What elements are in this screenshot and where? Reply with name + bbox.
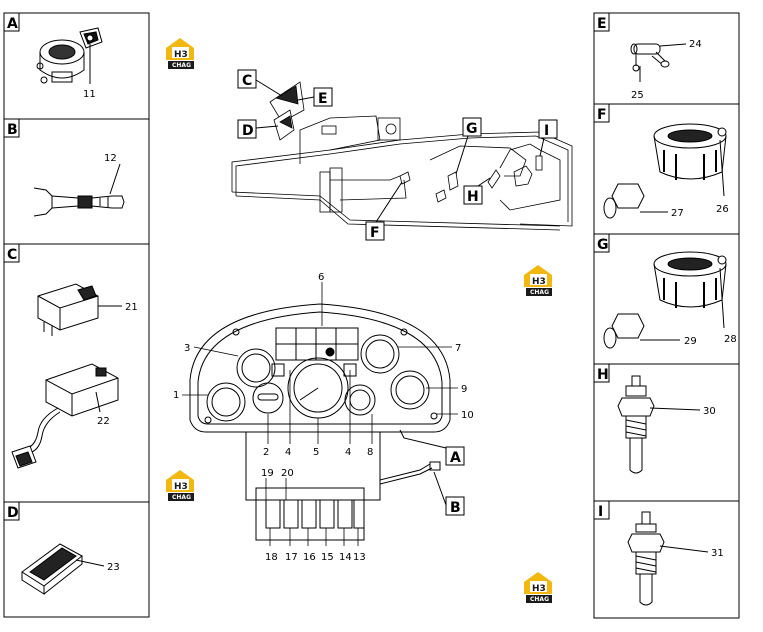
part-number: 7 bbox=[455, 343, 461, 354]
svg-text:CHAG: CHAG bbox=[530, 289, 549, 296]
part-number: 5 bbox=[313, 447, 319, 458]
part-number: 30 bbox=[703, 406, 716, 417]
part-number: 15 bbox=[321, 552, 334, 563]
panel-label: D bbox=[7, 505, 19, 521]
part-number: 2 bbox=[263, 447, 269, 458]
dashboard-callout-a: A bbox=[445, 446, 465, 466]
part-number: 23 bbox=[107, 562, 120, 573]
part-number: 17 bbox=[285, 552, 298, 563]
sender-drawing bbox=[603, 123, 727, 219]
temperature-sensor-drawing bbox=[617, 375, 701, 474]
svg-text:H3: H3 bbox=[532, 277, 546, 287]
svg-text:CHAG: CHAG bbox=[172, 494, 191, 501]
part-number: 18 bbox=[265, 552, 278, 563]
svg-text:E: E bbox=[318, 91, 328, 107]
svg-text:B: B bbox=[450, 500, 461, 516]
svg-text:CHAG: CHAG bbox=[172, 62, 191, 69]
part-number: 11 bbox=[83, 89, 96, 100]
part-number: 8 bbox=[367, 447, 373, 458]
sender-drawing bbox=[603, 251, 727, 349]
panel-c: C 21 22 bbox=[3, 243, 150, 503]
panel-f: F 26 27 bbox=[593, 103, 740, 235]
part-number: 1 bbox=[173, 390, 179, 401]
part-number: 26 bbox=[716, 204, 729, 215]
panel-g: G 28 29 bbox=[593, 233, 740, 365]
svg-text:CHAG: CHAG bbox=[530, 596, 549, 603]
part-number: 28 bbox=[724, 334, 737, 345]
panel-label: B bbox=[7, 122, 18, 138]
harness-callout-i: I bbox=[538, 119, 558, 157]
svg-text:I: I bbox=[544, 123, 549, 139]
wiring-harness-drawing bbox=[231, 81, 573, 231]
svg-text:A: A bbox=[450, 450, 461, 466]
part-number: 3 bbox=[184, 343, 190, 354]
part-number: 6 bbox=[318, 272, 324, 283]
connector-drawing bbox=[33, 163, 125, 217]
harness-callout-h: H bbox=[463, 177, 491, 205]
part-number: 4 bbox=[345, 447, 351, 458]
harness-callout-e: E bbox=[297, 87, 333, 107]
panel-h: H 30 bbox=[593, 363, 740, 502]
svg-text:D: D bbox=[242, 123, 254, 139]
part-number: 4 bbox=[285, 447, 291, 458]
harness-callout-d: D bbox=[237, 119, 279, 139]
panel-d: D 23 bbox=[3, 501, 150, 618]
svg-text:H3: H3 bbox=[174, 482, 188, 492]
svg-text:G: G bbox=[466, 121, 478, 137]
panel-label: A bbox=[7, 16, 18, 32]
oil-pressure-switch-drawing bbox=[630, 43, 687, 82]
dashboard-callout-b: B bbox=[433, 471, 465, 516]
part-number: 29 bbox=[684, 336, 697, 347]
brand-logo: H3 CHAG bbox=[166, 38, 194, 69]
temperature-sensor-drawing bbox=[627, 511, 709, 606]
svg-text:F: F bbox=[370, 225, 380, 241]
brand-logo: H3 CHAG bbox=[524, 265, 552, 296]
svg-text:H3: H3 bbox=[532, 584, 546, 594]
panel-b: B 12 bbox=[3, 118, 150, 245]
part-number: 22 bbox=[97, 416, 110, 427]
harness-callout-g: G bbox=[455, 117, 482, 175]
harness-callout-f: F bbox=[365, 181, 403, 241]
panel-label: H bbox=[597, 367, 609, 383]
part-number: 16 bbox=[303, 552, 316, 563]
brand-logo: H3 CHAG bbox=[166, 470, 194, 501]
part-number: 9 bbox=[461, 384, 467, 395]
panel-label: E bbox=[597, 16, 607, 32]
panel-label: G bbox=[597, 237, 609, 253]
svg-text:H: H bbox=[467, 189, 479, 205]
panel-a: A 11 bbox=[3, 12, 150, 120]
part-number: 19 bbox=[261, 468, 274, 479]
part-number: 13 bbox=[353, 552, 366, 563]
part-number: 10 bbox=[461, 410, 474, 421]
ignition-switch-drawing bbox=[36, 27, 103, 84]
panel-label: F bbox=[597, 107, 607, 123]
part-number: 25 bbox=[631, 90, 644, 101]
part-number: 21 bbox=[125, 302, 138, 313]
panel-label: I bbox=[598, 504, 603, 520]
instrument-cluster-drawing bbox=[189, 303, 451, 541]
part-number: 12 bbox=[104, 153, 117, 164]
part-number: 27 bbox=[671, 208, 684, 219]
harness-callout-c: C bbox=[237, 69, 283, 97]
relay-drawing bbox=[37, 283, 122, 336]
svg-text:H3: H3 bbox=[174, 50, 188, 60]
part-number: 31 bbox=[711, 548, 724, 559]
part-number: 24 bbox=[689, 39, 702, 50]
svg-text:C: C bbox=[242, 73, 252, 89]
panel-label: C bbox=[7, 247, 17, 263]
panel-i: I 31 bbox=[593, 500, 740, 619]
flasher-drawing bbox=[11, 363, 119, 469]
brand-logo: H3 CHAG bbox=[524, 572, 552, 603]
part-number: 14 bbox=[339, 552, 352, 563]
panel-e: E 24 25 bbox=[593, 12, 740, 105]
dashboard-part-labels bbox=[182, 282, 458, 546]
part-number: 20 bbox=[281, 468, 294, 479]
multi-pin-connector-drawing bbox=[21, 543, 105, 595]
